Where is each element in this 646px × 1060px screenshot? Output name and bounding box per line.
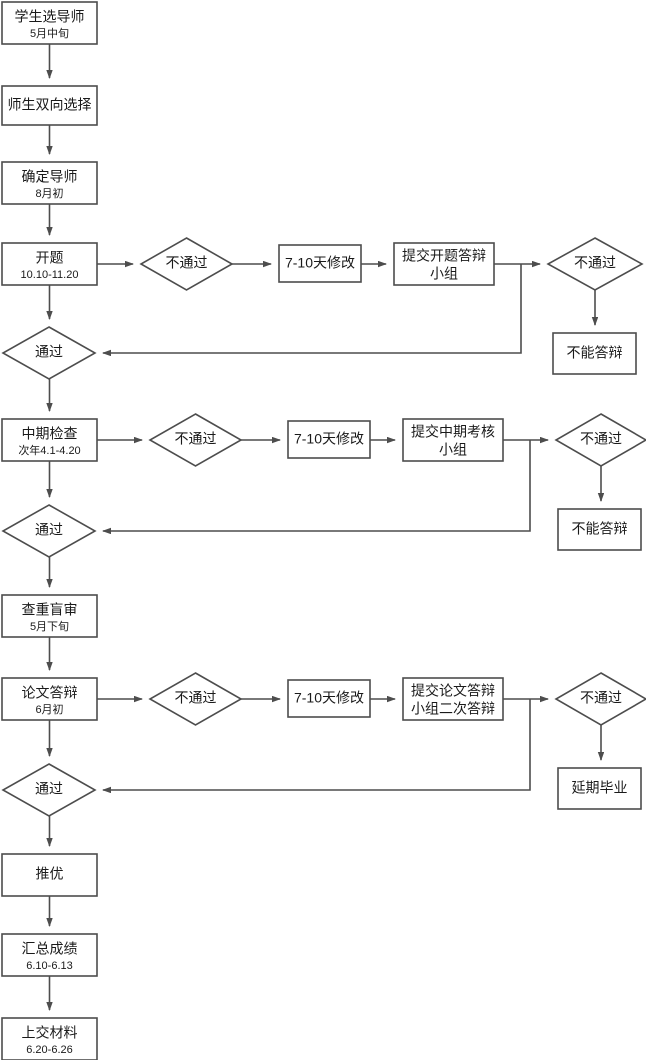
node-n11-sub: 次年4.1-4.20: [18, 443, 80, 457]
node-n22-main: 提交论文答辩: [411, 683, 495, 699]
node-n19-main: 论文答辩: [22, 685, 78, 701]
node-n16-main: 不能答辩: [572, 521, 628, 537]
node-n14-main: 提交中期考核: [411, 424, 495, 440]
node-n4-main: 开题: [36, 250, 64, 266]
node-n11-main: 中期检查: [22, 426, 78, 442]
node-n17-main: 通过: [35, 522, 63, 538]
node-plagiarism-blind-review[interactable]: 查重盲审 5月下旬: [1, 594, 98, 638]
node-defense-second-fail-decision[interactable]: 不通过: [554, 672, 646, 726]
node-n18-main: 查重盲审: [22, 602, 78, 618]
node-thesis-defense[interactable]: 论文答辩 6月初: [1, 677, 98, 721]
node-submit-defense-committee[interactable]: 提交论文答辩 小组二次答辩: [402, 677, 504, 721]
node-n8-main: 不通过: [574, 255, 616, 271]
node-midterm-fail-decision[interactable]: 不通过: [148, 413, 243, 467]
node-submit-proposal-committee[interactable]: 提交开题答辩 小组: [393, 242, 495, 286]
node-n3-sub: 8月初: [35, 186, 63, 200]
node-n23-main: 不通过: [580, 690, 622, 706]
node-cannot-defend-midterm[interactable]: 不能答辩: [557, 508, 642, 551]
node-proposal-fail-decision[interactable]: 不通过: [139, 237, 234, 291]
node-mutual-selection[interactable]: 师生双向选择: [1, 85, 98, 126]
node-n7-main: 提交开题答辩: [402, 248, 486, 264]
node-n27-main: 汇总成绩: [22, 941, 78, 957]
node-proposal-pass-decision[interactable]: 通过: [1, 326, 97, 380]
node-n25-main: 通过: [35, 781, 63, 797]
edge-layer: [46, 44, 605, 1011]
node-n24-main: 延期毕业: [572, 780, 628, 796]
node-n26-main: 推优: [36, 866, 64, 882]
node-n21-main: 7-10天修改: [294, 690, 364, 706]
node-n1-main: 学生选导师: [15, 9, 85, 25]
node-n5-main: 不通过: [166, 255, 208, 271]
node-proposal-revise[interactable]: 7-10天修改: [278, 244, 362, 283]
node-n10-main: 通过: [35, 344, 63, 360]
node-n9-main: 不能答辩: [567, 345, 623, 361]
node-student-select-advisor[interactable]: 学生选导师 5月中旬: [1, 1, 98, 45]
node-n28-main: 上交材料: [22, 1025, 78, 1041]
node-n1-sub: 5月中旬: [30, 27, 69, 40]
node-defense-pass-decision[interactable]: 通过: [1, 763, 97, 817]
node-delayed-graduation[interactable]: 延期毕业: [557, 767, 642, 810]
node-midterm-second-fail-decision[interactable]: 不通过: [554, 413, 646, 467]
node-n15-main: 不通过: [580, 431, 622, 447]
node-aggregate-grades[interactable]: 汇总成绩 6.10-6.13: [1, 933, 98, 977]
node-midterm-revise[interactable]: 7-10天修改: [287, 420, 371, 459]
node-n2-main: 师生双向选择: [8, 97, 92, 113]
node-defense-revise[interactable]: 7-10天修改: [287, 679, 371, 718]
node-n22-sub: 小组二次答辩: [411, 701, 495, 717]
node-n6-main: 7-10天修改: [285, 255, 355, 271]
node-midterm-pass-decision[interactable]: 通过: [1, 504, 97, 558]
node-n27-sub: 6.10-6.13: [26, 960, 72, 972]
node-defense-fail-decision[interactable]: 不通过: [148, 672, 243, 726]
node-recommend-excellent[interactable]: 推优: [1, 853, 98, 897]
node-n3-main: 确定导师: [22, 169, 78, 185]
node-n18-sub: 5月下旬: [30, 620, 69, 633]
node-submit-materials[interactable]: 上交材料 6.20-6.26: [1, 1017, 98, 1060]
node-proposal[interactable]: 开题 10.10-11.20: [1, 242, 98, 286]
edge-n14-n17-return: [102, 440, 531, 535]
node-n7-sub: 小组: [430, 266, 458, 282]
node-n19-sub: 6月初: [35, 702, 63, 716]
node-confirm-advisor[interactable]: 确定导师 8月初: [1, 161, 98, 205]
edge-n22-n25-return: [102, 699, 531, 794]
edge-n7-n10-return: [102, 264, 522, 357]
node-n20-main: 不通过: [175, 690, 217, 706]
node-n13-main: 7-10天修改: [294, 431, 364, 447]
node-n14-sub: 小组: [439, 442, 467, 458]
node-n4-sub: 10.10-11.20: [21, 269, 79, 281]
node-midterm-check[interactable]: 中期检查 次年4.1-4.20: [1, 418, 98, 462]
node-proposal-second-fail-decision[interactable]: 不通过: [546, 237, 644, 291]
node-n12-main: 不通过: [175, 431, 217, 447]
node-n28-sub: 6.20-6.26: [26, 1044, 72, 1056]
node-submit-midterm-committee[interactable]: 提交中期考核 小组: [402, 418, 504, 462]
node-cannot-defend-proposal[interactable]: 不能答辩: [552, 332, 637, 375]
